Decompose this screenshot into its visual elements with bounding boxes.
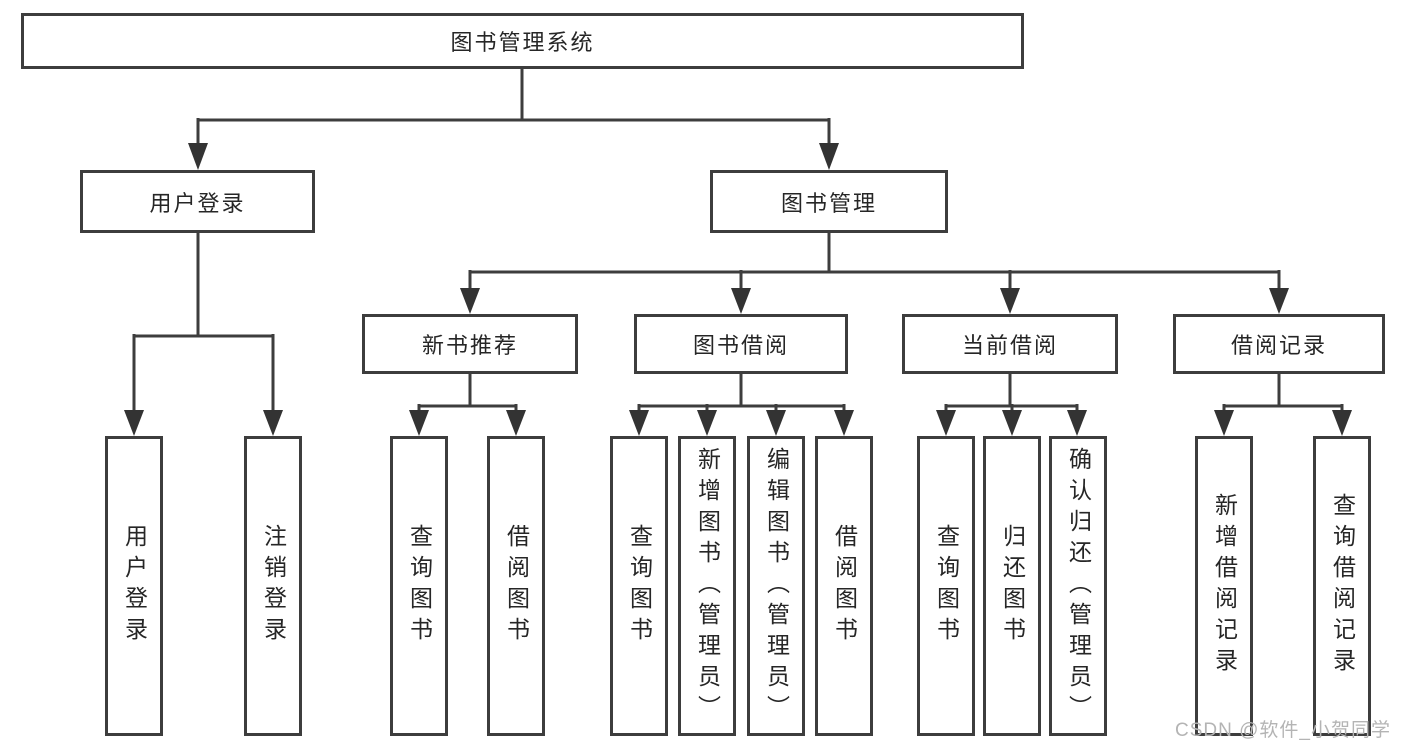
node-current-borrow: 当前借阅 xyxy=(902,314,1118,374)
leaf-label: 归还图书 xyxy=(999,524,1026,648)
node-borrow-records: 借阅记录 xyxy=(1173,314,1385,374)
leaf-borrow-books: 借阅图书 xyxy=(815,436,873,736)
leaf-label: 查询图书 xyxy=(933,524,960,648)
node-label: 图书管理 xyxy=(780,190,877,216)
leaf-query-books-current: 查询图书 xyxy=(917,436,975,736)
leaf-label: 查询图书 xyxy=(406,524,433,648)
leaf-label: 借阅图书 xyxy=(503,524,530,648)
node-label: 新书推荐 xyxy=(421,333,518,358)
leaf-label: 查询借阅记录 xyxy=(1329,493,1356,679)
leaf-user-login: 用户登录 xyxy=(105,436,163,736)
node-library-management-system: 图书管理系统 xyxy=(21,13,1024,69)
node-label: 图书借阅 xyxy=(692,333,789,358)
leaf-query-books-recommend: 查询图书 xyxy=(390,436,448,736)
leaf-label: 编辑图书（管理员） xyxy=(763,446,790,726)
leaf-label: 新增借阅记录 xyxy=(1211,493,1238,679)
node-user-login-branch: 用户登录 xyxy=(80,170,315,233)
leaf-label: 注销登录 xyxy=(260,524,287,648)
leaf-label: 用户登录 xyxy=(121,524,148,648)
leaf-label: 借阅图书 xyxy=(831,524,858,648)
leaf-label: 新增图书（管理员） xyxy=(694,446,721,726)
node-label: 图书管理系统 xyxy=(450,30,595,55)
leaf-logout: 注销登录 xyxy=(244,436,302,736)
leaf-label: 确认归还（管理员） xyxy=(1065,446,1092,726)
node-book-management-branch: 图书管理 xyxy=(710,170,948,233)
node-new-book-recommend: 新书推荐 xyxy=(362,314,578,374)
leaf-query-borrow-record: 查询借阅记录 xyxy=(1313,436,1371,736)
leaf-borrow-books-recommend: 借阅图书 xyxy=(487,436,545,736)
csdn-watermark: CSDN @软件_小贺同学 xyxy=(1175,720,1391,741)
node-label: 借阅记录 xyxy=(1230,333,1327,358)
leaf-query-books-borrow: 查询图书 xyxy=(610,436,668,736)
leaf-add-books-admin: 新增图书（管理员） xyxy=(678,436,736,736)
arrowhead-icons xyxy=(124,143,1352,436)
leaf-add-borrow-record: 新增借阅记录 xyxy=(1195,436,1253,736)
leaf-edit-books-admin: 编辑图书（管理员） xyxy=(747,436,805,736)
node-label: 当前借阅 xyxy=(961,333,1058,358)
leaf-return-books: 归还图书 xyxy=(983,436,1041,736)
node-label: 用户登录 xyxy=(149,190,246,216)
leaf-label: 查询图书 xyxy=(626,524,653,648)
node-book-borrow: 图书借阅 xyxy=(634,314,848,374)
leaf-confirm-return-admin: 确认归还（管理员） xyxy=(1049,436,1107,736)
